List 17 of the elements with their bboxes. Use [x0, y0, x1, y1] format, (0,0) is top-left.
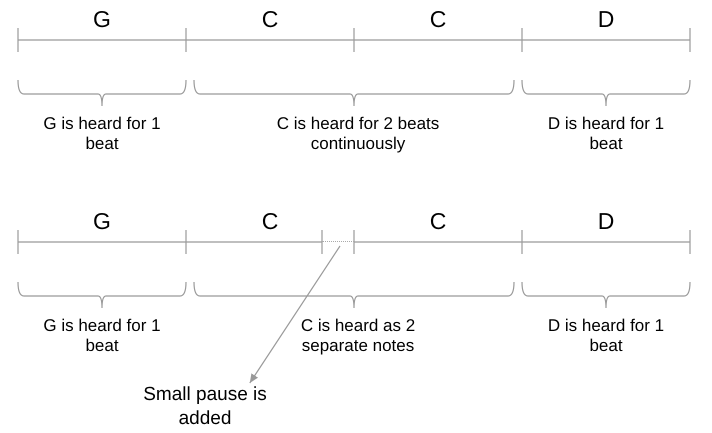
chord-label: C: [428, 8, 448, 31]
chord-label: D: [596, 210, 616, 233]
beat-caption: G is heard for 1 beat: [42, 316, 162, 357]
beat-caption: C is heard as 2 separate notes: [300, 316, 416, 357]
chord-label: C: [260, 8, 280, 31]
beat-caption: C is heard for 2 beats continuously: [276, 114, 440, 155]
beat-caption: D is heard for 1 beat: [546, 316, 666, 357]
beat-caption: D is heard for 1 beat: [546, 114, 666, 155]
chord-label: C: [428, 210, 448, 233]
chord-label: G: [92, 8, 112, 31]
chord-label: D: [596, 8, 616, 31]
beat-caption: G is heard for 1 beat: [42, 114, 162, 155]
annotation-text: Small pause is added: [125, 383, 285, 430]
arrow: [249, 246, 340, 384]
pause-gap: [322, 241, 354, 244]
chord-label: C: [260, 210, 280, 233]
chord-label: G: [92, 210, 112, 233]
